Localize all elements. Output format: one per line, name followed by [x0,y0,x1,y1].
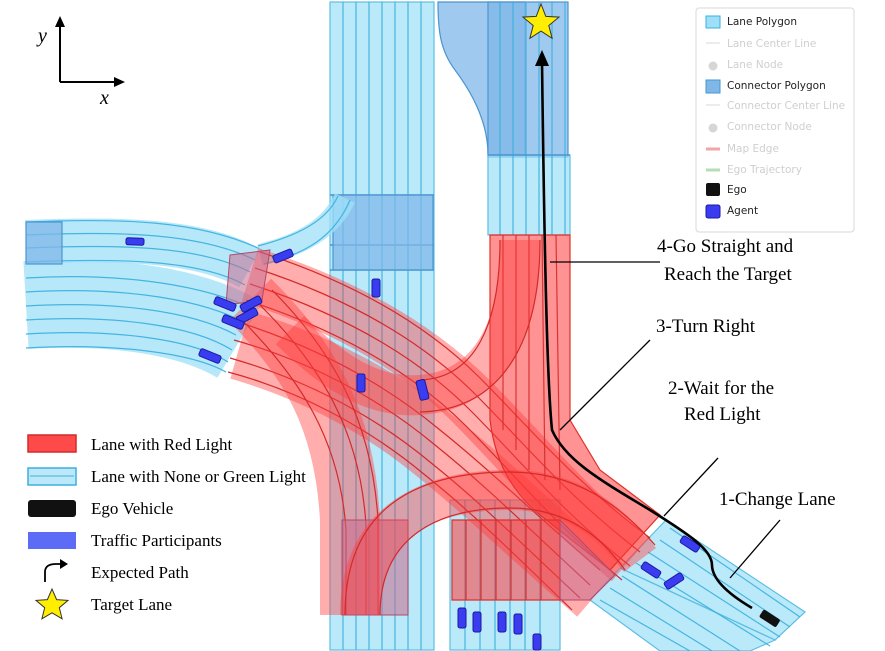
axes-icon: y x [36,16,125,109]
legend-label-ego: Ego Vehicle [91,499,173,518]
legend-swatch-node [708,61,718,71]
target-lane-top [487,1,569,158]
red-left-bottom-block [341,519,409,616]
agent-vehicle [125,237,145,246]
agent-vehicle [221,314,245,330]
right-bottom-road [589,519,806,651]
agent-vehicle [272,248,294,264]
legend-item-agent: Agent [727,205,758,217]
legend-box [695,7,855,233]
legend-swatch-ego [28,500,76,517]
legend-right: Lane Polygon Lane Center Line Lane Node … [695,7,855,233]
agent-vehicle [371,278,381,298]
legend-item-lane-node: Lane Node [727,59,783,71]
callout-turn-right: 3-Turn Right [656,316,756,337]
expected-path-arrowhead [535,50,549,66]
legend-item-map-edge: Map Edge [727,143,779,155]
legend-label-target: Target Lane [91,595,172,614]
agent-vehicle [457,607,467,629]
agent-vehicle [415,379,430,401]
agent-vehicle [356,373,366,393]
legend-item-connector-node: Connector Node [727,121,812,133]
red-straight-block [489,234,661,571]
legend-swatch-red-lane [27,434,77,453]
callout-go-straight-line1: 4-Go Straight and [657,236,794,257]
callout-wait-red-line2: Red Light [684,404,761,425]
legend-label-agent: Traffic Participants [91,531,222,550]
x-axis-label: x [99,87,109,109]
legend-swatch-agent [28,532,76,549]
legend-swatch-ego-small [706,183,720,196]
agent-vehicle [679,535,701,553]
target-star-icon [521,2,561,40]
agent-vehicle [663,572,685,590]
legend-item-lane-center-line: Lane Center Line [727,38,816,50]
legend-item-connector-polygon: Connector Polygon [727,80,826,92]
agent-vehicle [497,611,507,633]
callout-change-lane: 1-Change Lane [719,489,836,510]
legend-item-lane-polygon: Lane Polygon [727,16,797,28]
target-lane-lower [487,154,571,236]
legend-swatch-connector-polygon [705,79,721,94]
legend-item-ego-trajectory: Ego Trajectory [727,164,802,176]
legend-swatch-agent-small [705,204,721,219]
expected-path [540,61,753,610]
ego-vehicle [759,609,780,627]
agents [125,237,701,651]
agent-vehicle [239,295,263,313]
agent-vehicle [532,633,542,651]
legend-label-red-lane: Lane with Red Light [91,435,232,454]
red-bottom-block [451,519,561,601]
callout-wait-red-line1: 2-Wait for the [668,378,774,399]
legend-swatch-lane-polygon [705,15,721,29]
agent-vehicle [198,348,222,364]
legend-path-arrow-icon [44,563,64,582]
agent-vehicle [213,296,237,312]
agent-vehicle [472,611,482,633]
callout-leaders [550,261,781,579]
agent-vehicle [513,613,523,635]
legend-swatch-connector-node [708,123,718,133]
legend-star-icon [34,587,70,620]
legend-label-blue-lane: Lane with None or Green Light [91,467,306,486]
legend-label-path: Expected Path [91,563,189,582]
agent-vehicle [640,561,662,579]
blue-lanes [23,1,806,651]
legend-item-ego: Ego [727,184,747,196]
legend-left: Lane with Red Light Lane with None or Gr… [27,434,306,620]
legend-item-connector-center-line: Connector Center Line [727,100,845,112]
y-axis-label: y [36,25,47,47]
red-lanes [225,234,661,617]
callout-go-straight-line2: Reach the Target [664,264,792,285]
